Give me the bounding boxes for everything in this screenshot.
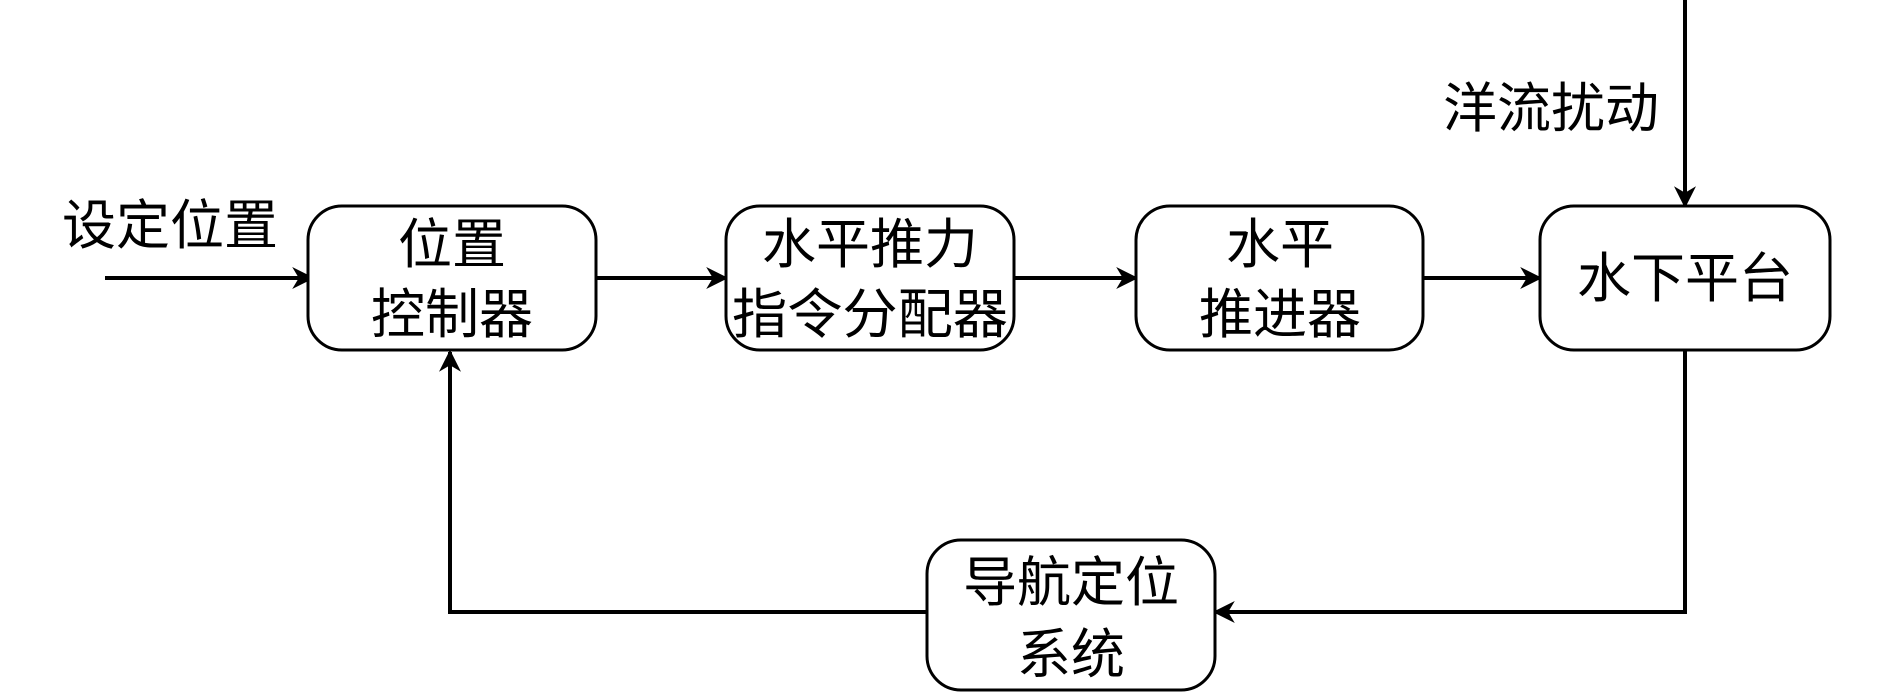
thrust-allocator-block: 水平推力 指令分配器 bbox=[724, 204, 1016, 352]
setpoint-label: 设定位置 bbox=[62, 194, 278, 257]
horizontal-thruster-label-1: 水平 bbox=[1226, 213, 1334, 276]
thrust-allocator-label-2: 指令分配器 bbox=[732, 283, 1008, 346]
horizontal-thruster-block: 水平 推进器 bbox=[1134, 204, 1425, 352]
underwater-platform-block: 水下平台 bbox=[1538, 204, 1832, 352]
disturbance-label: 洋流扰动 bbox=[1443, 77, 1659, 140]
position-controller-label-1: 位置 bbox=[398, 213, 506, 276]
platform-to-navigation-arrow bbox=[1212, 350, 1687, 623]
connectors bbox=[105, 0, 1696, 623]
feedback-arrow bbox=[439, 349, 927, 614]
navigation-system-label-1: 导航定位 bbox=[963, 551, 1179, 614]
navigation-system-block: 导航定位 系统 bbox=[925, 538, 1217, 692]
navigation-system-label-2: 系统 bbox=[1017, 623, 1125, 686]
position-controller-label-2: 控制器 bbox=[371, 283, 533, 346]
thrust-allocator-label-1: 水平推力 bbox=[762, 213, 978, 276]
horizontal-thruster-label-2: 推进器 bbox=[1199, 283, 1361, 346]
underwater-platform-label: 水下平台 bbox=[1577, 247, 1793, 310]
position-controller-block: 位置 控制器 bbox=[306, 204, 598, 352]
